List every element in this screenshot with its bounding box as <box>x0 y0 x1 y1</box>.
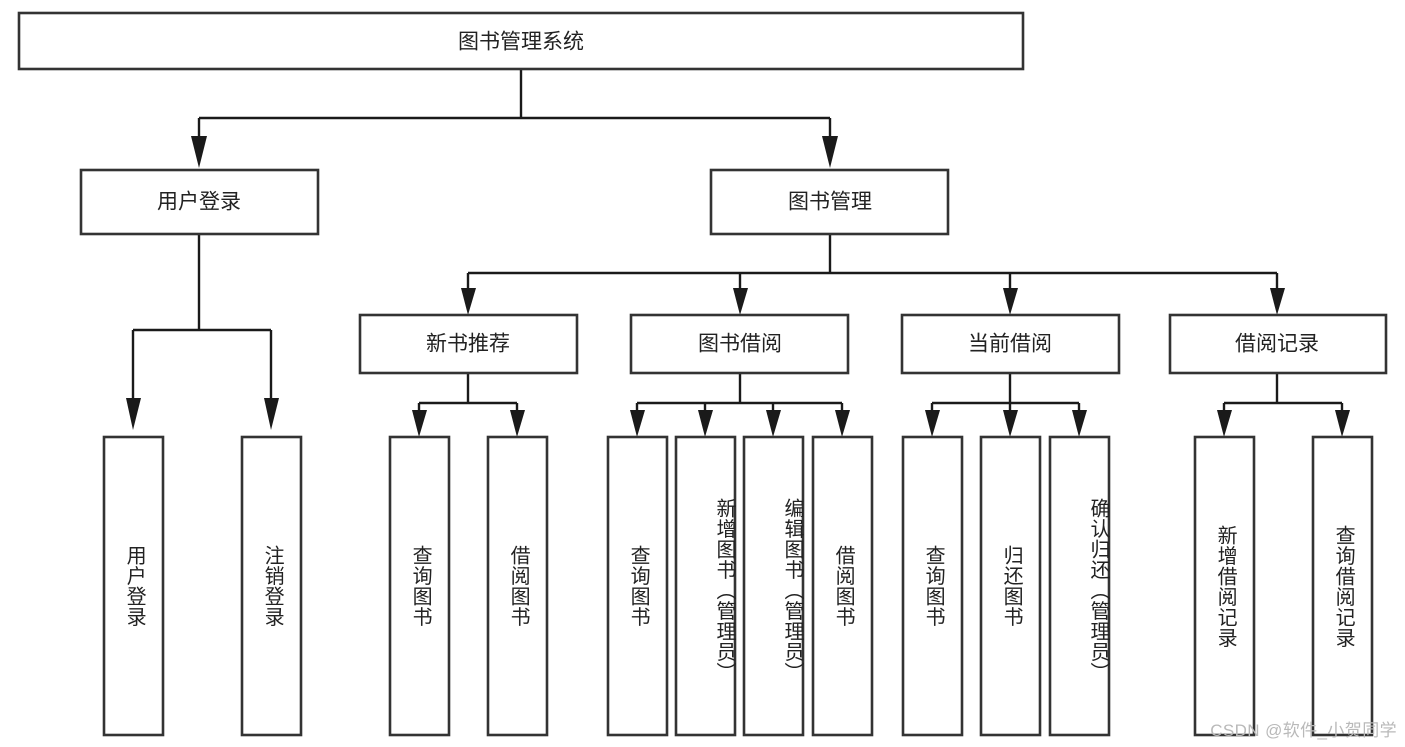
label-book-management: 图书管理 <box>788 191 872 214</box>
node-box-book-borrow[interactable] <box>629 313 850 375</box>
arrow-head-borrow-record <box>1270 288 1285 315</box>
node-box-root[interactable] <box>17 11 1025 71</box>
arrow-head-leaf-query-book-3 <box>925 410 940 437</box>
node-boxes <box>17 11 1388 737</box>
arrow-head-leaf-query-book-2 <box>630 410 645 437</box>
connector-group-user-login <box>126 235 279 430</box>
node-box-leaf-query-book-3[interactable] <box>901 435 964 737</box>
arrow-head-leaf-return-book <box>1003 410 1018 437</box>
connector-group-borrow-record <box>1217 373 1350 437</box>
node-box-leaf-add-record[interactable] <box>1193 435 1256 737</box>
node-box-leaf-query-book-2[interactable] <box>606 435 669 737</box>
arrow-head-leaf-user-login <box>126 398 141 430</box>
label-root: 图书管理系统 <box>458 31 584 54</box>
node-box-leaf-query-record[interactable] <box>1311 435 1374 737</box>
arrow-head-leaf-borrow-book-1 <box>510 410 525 437</box>
node-box-new-book-recommend[interactable] <box>358 313 579 375</box>
connector-group-new-book-recommend <box>412 373 525 437</box>
node-box-leaf-user-login[interactable] <box>102 435 165 737</box>
node-box-leaf-return-book[interactable] <box>979 435 1042 737</box>
node-box-leaf-add-book[interactable] <box>674 435 737 737</box>
node-box-leaf-query-book-1[interactable] <box>388 435 451 737</box>
arrow-head-leaf-add-book <box>698 410 713 437</box>
node-box-borrow-record[interactable] <box>1168 313 1388 375</box>
arrow-head-leaf-edit-book <box>766 410 781 437</box>
label-user-login: 用户登录 <box>157 191 241 214</box>
connector-group-root <box>191 69 838 168</box>
arrow-head-leaf-query-book-1 <box>412 410 427 437</box>
arrow-head-leaf-confirm-return <box>1072 410 1087 437</box>
node-box-leaf-logout[interactable] <box>240 435 303 737</box>
horizontal-labels: 图书管理系统 用户登录 图书管理 新书推荐 图书借阅 当前借阅 借阅记录 <box>157 31 1319 356</box>
node-box-leaf-confirm-return[interactable] <box>1048 435 1111 737</box>
arrow-head-leaf-query-record <box>1335 410 1350 437</box>
arrow-head-leaf-add-record <box>1217 410 1232 437</box>
connector-group-current-borrow <box>925 373 1087 437</box>
label-borrow-record: 借阅记录 <box>1235 333 1319 356</box>
label-book-borrow: 图书借阅 <box>698 333 782 356</box>
connector-group-book-management <box>461 235 1285 315</box>
arrow-head-leaf-borrow-book-2 <box>835 410 850 437</box>
node-box-leaf-borrow-book-2[interactable] <box>811 435 874 737</box>
arrow-head-book-management <box>822 136 838 168</box>
arrow-head-leaf-logout <box>264 398 279 430</box>
label-new-book-recommend: 新书推荐 <box>426 333 510 356</box>
label-current-borrow: 当前借阅 <box>968 333 1052 356</box>
node-box-leaf-borrow-book-1[interactable] <box>486 435 549 737</box>
node-box-book-management[interactable] <box>709 168 950 236</box>
arrow-head-current-borrow <box>1003 288 1018 315</box>
arrow-head-user-login <box>191 136 207 168</box>
connector-group-book-borrow <box>630 373 850 437</box>
arrow-head-book-borrow <box>733 288 748 315</box>
csdn-watermark: CSDN @软件_小贺同学 <box>1210 721 1397 740</box>
node-box-current-borrow[interactable] <box>900 313 1121 375</box>
arrow-head-new-book-recommend <box>461 288 476 315</box>
node-box-leaf-edit-book[interactable] <box>742 435 805 737</box>
node-box-user-login[interactable] <box>79 168 320 236</box>
